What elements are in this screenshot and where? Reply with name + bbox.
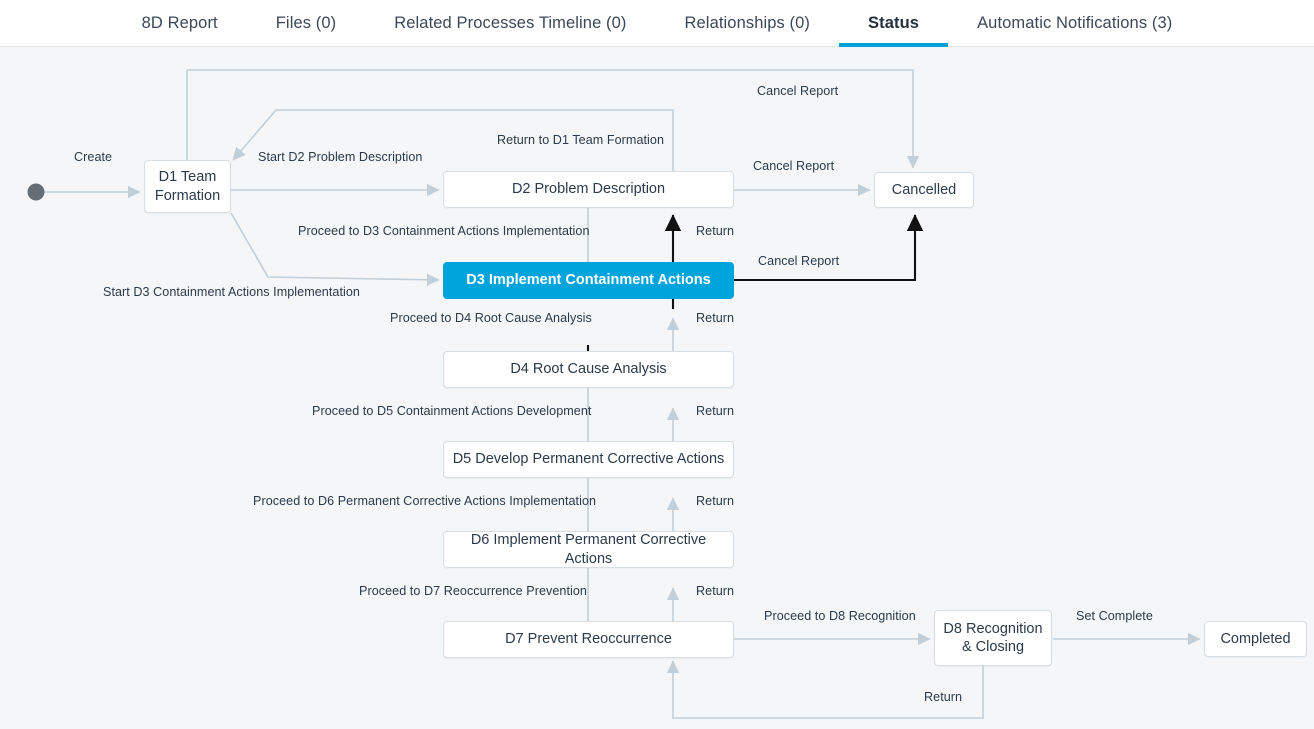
node-d2-problem-description[interactable]: D2 Problem Description <box>443 171 734 208</box>
edge-label-proceed-d7: Proceed to D7 Reoccurrence Prevention <box>359 584 587 598</box>
node-d7-prevent-reoccurrence[interactable]: D7 Prevent Reoccurrence <box>443 621 734 658</box>
node-label: D3 Implement Containment Actions <box>466 272 711 289</box>
node-completed[interactable]: Completed <box>1204 621 1307 657</box>
tab-related-processes-timeline[interactable]: Related Processes Timeline (0) <box>365 0 655 46</box>
tab-label: 8D Report <box>141 13 218 32</box>
node-d4-root-cause-analysis[interactable]: D4 Root Cause Analysis <box>443 351 734 388</box>
workflow-canvas[interactable]: D1 Team Formation D2 Problem Description… <box>0 47 1314 729</box>
node-d6-implement-permanent-corrective-actions[interactable]: D6 Implement Permanent Corrective Action… <box>443 531 734 568</box>
edge-label-return-d3-d2: Return <box>696 224 735 238</box>
tab-label: Automatic Notifications (3) <box>977 13 1173 32</box>
edge-label-cancel-report-top: Cancel Report <box>757 84 839 98</box>
edge-label-cancel-report-d3: Cancel Report <box>758 254 840 268</box>
node-label: D1 Team Formation <box>154 169 221 204</box>
edge-label-create: Create <box>74 150 113 164</box>
edge-label-proceed-d3: Proceed to D3 Containment Actions Implem… <box>298 224 590 238</box>
tab-label: Files (0) <box>275 13 337 32</box>
edge-label-proceed-d5: Proceed to D5 Containment Actions Develo… <box>312 404 592 418</box>
node-d1-team-formation[interactable]: D1 Team Formation <box>144 160 231 213</box>
node-label: D5 Develop Permanent Corrective Actions <box>452 451 725 468</box>
tab-files[interactable]: Files (0) <box>247 0 366 46</box>
node-label: Cancelled <box>891 181 957 198</box>
tab-label: Related Processes Timeline (0) <box>394 13 627 32</box>
edge-label-proceed-d4: Proceed to D4 Root Cause Analysis <box>390 311 592 325</box>
edge-label-start-d2: Start D2 Problem Description <box>258 150 423 164</box>
edge-label-return-d5-d4: Return <box>696 404 735 418</box>
edge-label-return-d8-d7: Return <box>924 690 963 704</box>
node-label: D6 Implement Permanent Corrective Action… <box>470 532 707 567</box>
node-label: D8 Recognition & Closing <box>943 620 1043 655</box>
edge-label-proceed-d8: Proceed to D8 Recognition <box>764 609 916 623</box>
tab-8d-report[interactable]: 8D Report <box>113 0 247 46</box>
edge-label-return-d7-d6: Return <box>696 584 735 598</box>
tab-automatic-notifications[interactable]: Automatic Notifications (3) <box>948 0 1201 46</box>
node-d5-develop-permanent-corrective-actions[interactable]: D5 Develop Permanent Corrective Actions <box>443 441 734 478</box>
tab-label: Status <box>868 13 920 32</box>
tab-status[interactable]: Status <box>839 0 949 47</box>
node-d8-recognition-closing[interactable]: D8 Recognition & Closing <box>934 610 1052 666</box>
tab-label: Relationships (0) <box>684 13 811 32</box>
node-label: D2 Problem Description <box>511 181 666 198</box>
edge-label-cancel-report-d2: Cancel Report <box>753 159 835 173</box>
edge-label-return-d4-d3: Return <box>696 311 735 325</box>
start-node-icon <box>27 183 45 201</box>
edge-label-return-to-d1: Return to D1 Team Formation <box>497 133 665 147</box>
edge-label-set-complete: Set Complete <box>1076 609 1153 623</box>
edge-label-proceed-d6: Proceed to D6 Permanent Corrective Actio… <box>253 494 597 508</box>
node-label: D7 Prevent Reoccurrence <box>505 631 672 648</box>
node-d3-implement-containment-actions[interactable]: D3 Implement Containment Actions <box>443 262 734 299</box>
node-cancelled[interactable]: Cancelled <box>874 172 974 208</box>
edge-label-return-d6-d5: Return <box>696 494 735 508</box>
tab-relationships[interactable]: Relationships (0) <box>656 0 840 46</box>
node-label: D4 Root Cause Analysis <box>510 361 667 378</box>
edge-label-start-d3: Start D3 Containment Actions Implementat… <box>103 285 360 299</box>
tab-bar: 8D Report Files (0) Related Processes Ti… <box>0 0 1314 47</box>
node-label: Completed <box>1220 630 1291 647</box>
